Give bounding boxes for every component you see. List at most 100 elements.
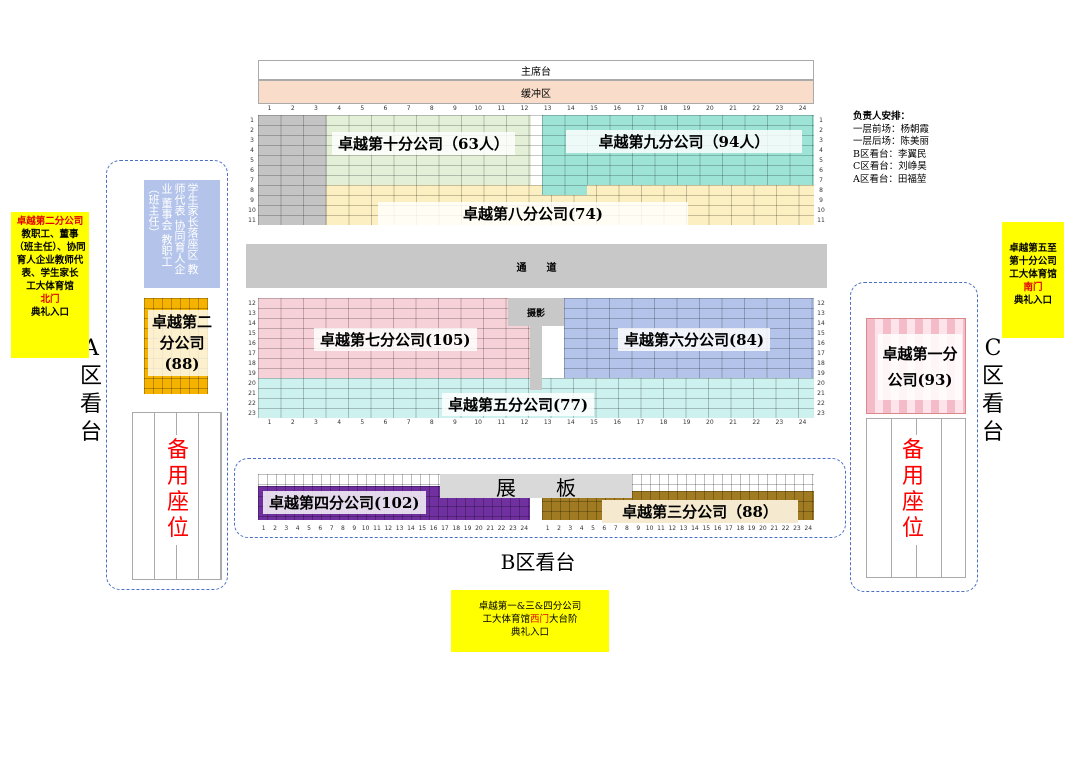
column-number: 6 [383,419,388,426]
head-table: 主席台 [258,60,814,80]
column-number: 5 [591,525,595,532]
south-entrance-company: 卓越第五至第十分公司 [1009,243,1057,267]
row-number: 9 [819,196,823,204]
column-number: 21 [729,419,737,426]
column-number: 3 [284,525,289,532]
south-entrance-note: 卓越第五至第十分公司 工大体育馆 南门 典礼入口 [1002,222,1064,338]
stand-c-label: C区看台 [981,336,1004,445]
row-number: 19 [248,369,256,377]
column-number: 16 [429,525,438,532]
stand-b-outline [234,458,846,538]
company7-area [258,298,530,388]
west-entrance-stairs: 大台阶 [549,614,578,625]
stand-b-label: B区看台 [500,549,576,574]
column-number: 15 [590,105,598,112]
row-number: 6 [819,166,823,174]
column-number: 23 [509,525,517,532]
row-number: 13 [817,309,825,317]
column-number: 5 [360,419,365,426]
west-gate: 西门 [529,614,549,625]
south-entrance-purpose: 典礼入口 [1013,295,1052,306]
stand-c-reserve-label: 备用座位 [898,435,928,545]
column-number: 2 [290,419,295,426]
staff-line: C区看台：刘峥昊 [853,161,927,172]
company1-label: 卓越第一分公司(93) [878,334,962,400]
company6-label: 卓越第六分公司(84) [618,328,771,351]
stand-c-outline [850,282,978,592]
column-number: 7 [406,419,411,426]
row-number: 5 [819,156,823,164]
staff-title: 负责人安排： [853,111,911,122]
column-number: 20 [759,525,767,532]
column-number: 24 [804,525,813,532]
column-number: 17 [725,525,733,532]
company3-label: 卓越第三分公司（88） [602,500,798,523]
column-number: 22 [752,105,761,112]
stand-a-label: A区看台 [79,336,102,445]
column-number: 4 [579,525,584,532]
row-number: 14 [248,319,256,327]
company8-label: 卓越第八分公司(74) [378,202,688,225]
column-number: 23 [793,525,801,532]
column-number: 3 [314,419,318,426]
column-number: 1 [545,525,550,532]
column-number: 7 [406,105,411,112]
column-number: 24 [798,105,807,112]
guest-seating-label: 学生家长落座区 教师代表 协同育人企业 董事会 教职工（班主任） [147,183,199,275]
row-number: 18 [248,359,256,367]
column-number: 13 [395,525,404,532]
column-number: 3 [314,105,318,112]
column-number: 3 [568,525,573,532]
row-number: 8 [819,186,823,194]
column-number: 8 [429,105,434,112]
row-number: 19 [817,369,825,377]
row-number: 5 [250,156,254,164]
aisle: 通 道 [246,244,827,288]
company4-label: 卓越第四分公司(102) [263,491,426,514]
row-number: 16 [817,339,825,347]
column-number: 18 [659,105,668,112]
company10-label: 卓越第十分公司（63人） [332,132,515,155]
column-number: 16 [613,419,621,426]
column-number: 11 [657,525,665,532]
column-number: 2 [290,105,295,112]
column-number: 7 [613,525,618,532]
north-gate: 北门 [40,294,60,305]
stand-a-outline [106,160,228,590]
row-number: 15 [817,329,825,337]
row-number: 8 [250,186,254,194]
column-number: 10 [361,525,370,532]
column-number: 9 [453,419,457,426]
column-number: 4 [295,525,300,532]
column-number: 18 [659,419,668,426]
company5-label: 卓越第五分公司(77) [442,393,595,416]
column-number: 5 [307,525,311,532]
row-number: 6 [250,166,254,174]
company10-gray-seats [258,115,326,225]
column-number: 17 [441,525,449,532]
column-number: 24 [798,419,807,426]
row-number: 7 [250,176,254,184]
south-gate: 南门 [1023,282,1043,293]
column-number: 16 [713,525,722,532]
column-number: 23 [775,419,784,426]
column-number: 22 [497,525,506,532]
north-entrance-note: 卓越第二分公司 教职工、董事（班主任）、协同育人企业教师代表、学生家长 工大体育… [11,212,89,358]
column-number: 14 [691,525,699,532]
row-number: 18 [817,359,825,367]
staff-line: 一层后场：陈美丽 [853,136,930,147]
column-number: 22 [752,419,761,426]
row-number: 10 [817,206,825,214]
column-number: 23 [775,105,784,112]
row-number: 13 [248,309,256,317]
column-number: 15 [418,525,427,532]
north-entrance-venue: 工大体育馆 [26,281,74,292]
row-number: 22 [248,399,256,407]
